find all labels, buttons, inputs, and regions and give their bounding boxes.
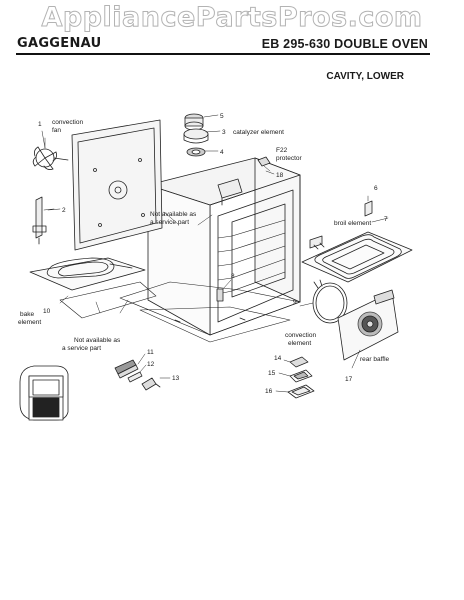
bracket-part [32, 196, 55, 245]
small-parts [114, 359, 161, 391]
callout-6: 6 [374, 185, 378, 192]
label-rear-baffle: rear baffle [360, 356, 390, 363]
callout-12: 12 [147, 361, 155, 368]
label-convection-element-line1: convection [285, 332, 316, 339]
label-not-available-bottom-line1: Not available as [74, 337, 121, 344]
rear-panel [71, 119, 163, 251]
label-f22-line2: protector [276, 155, 302, 162]
label-bake-element-line2: element [18, 319, 41, 326]
label-bake-element-line1: bake [20, 311, 34, 318]
label-not-available-top-line2: a service part [150, 219, 189, 226]
callout-17: 17 [345, 376, 353, 383]
bake-element [29, 257, 157, 319]
callout-2: 2 [62, 207, 66, 214]
header-rule [16, 53, 430, 55]
callout-3: 3 [222, 129, 226, 136]
label-convection-fan-line2: fan [52, 127, 61, 134]
small-bracket [364, 195, 373, 217]
label-not-available-top-line1: Not available as [150, 211, 197, 218]
broil-element [301, 231, 413, 283]
callout-8: 8 [231, 273, 235, 280]
label-f22-line1: F22 [276, 147, 288, 154]
leader-lines [41, 114, 389, 393]
callout-9: 9 [293, 299, 297, 306]
callout-5: 5 [220, 113, 224, 120]
brand-logo: GAGGENAU [17, 36, 102, 51]
label-not-available-bottom-line2: a service part [62, 345, 101, 352]
rear-baffle [337, 289, 399, 361]
oven-cavity [119, 157, 301, 343]
callout-1: 1 [38, 121, 42, 128]
oven-inset-icon [19, 365, 69, 421]
callout-18: 18 [276, 172, 284, 179]
callout-7: 7 [384, 216, 388, 223]
callout-4: 4 [220, 149, 224, 156]
callout-14: 14 [274, 355, 282, 362]
callout-10: 10 [43, 308, 51, 315]
section-title: CAVITY, LOWER [326, 71, 404, 82]
label-broil-element: broil element [334, 220, 371, 227]
catalyzer-element [183, 113, 209, 157]
watermark-text: AppliancePartsPros.com [41, 2, 423, 34]
label-convection-fan-line1: convection [52, 119, 83, 126]
f22-protector [257, 156, 271, 172]
label-catalyzer-element: catalyzer element [233, 129, 284, 136]
callout-16: 16 [265, 388, 273, 395]
callout-13: 13 [172, 375, 180, 382]
convection-fan [32, 137, 69, 170]
lamp-assembly [287, 356, 315, 399]
label-convection-element-line2: element [288, 340, 311, 347]
model-title: EB 295-630 DOUBLE OVEN [261, 37, 428, 51]
callout-11: 11 [147, 349, 154, 356]
callout-15: 15 [268, 370, 276, 377]
